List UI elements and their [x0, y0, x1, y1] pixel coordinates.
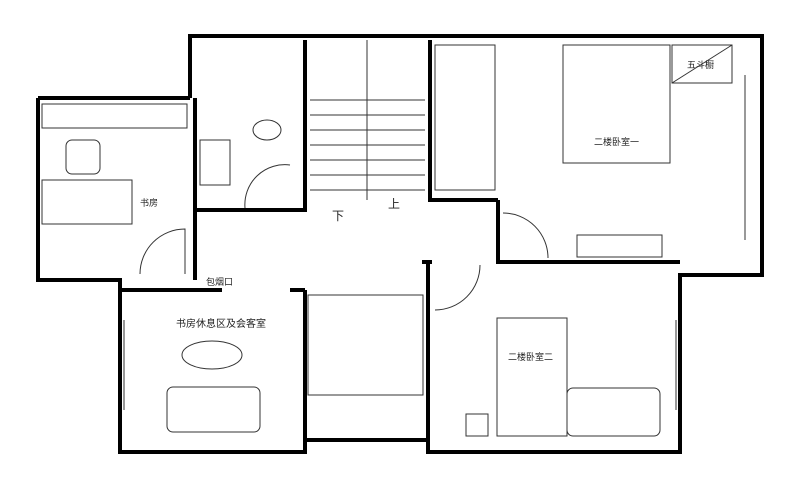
label-flue: 包烟口: [206, 278, 234, 288]
label-dresser: 五斗橱: [687, 61, 715, 71]
bedroom1-door: [502, 212, 549, 259]
sofa-lounge: [166, 386, 261, 433]
dresser: [671, 44, 733, 84]
room-label-bedroom1: 二楼卧室一: [594, 138, 640, 148]
plant-stand: [465, 413, 489, 437]
stair-upper: [310, 40, 425, 200]
toilet: [252, 119, 282, 141]
wardrobe-1: [434, 44, 496, 191]
coffee-table: [181, 340, 243, 370]
bed-2: [496, 317, 568, 437]
walls: [36, 34, 764, 454]
stair-down-label: 下: [332, 209, 345, 223]
stair-up-label: 上: [388, 197, 401, 211]
bedroom2-door: [434, 264, 481, 311]
stair-lower: [307, 294, 424, 396]
washbasin: [199, 139, 231, 186]
furniture: [41, 40, 746, 437]
bath-door: [244, 164, 291, 209]
room-label-bedroom2: 二楼卧室二: [508, 353, 554, 363]
study-door: [139, 228, 186, 275]
sofa-bedroom2: [566, 387, 661, 437]
study-desk: [41, 179, 133, 225]
bed-1: [562, 44, 671, 164]
study-chair: [65, 139, 101, 175]
bookshelf: [41, 103, 188, 129]
room-label-study: 书房: [140, 199, 159, 209]
room-label-lounge: 书房休息区及会客室: [176, 319, 266, 330]
tv-cabinet: [576, 234, 663, 258]
